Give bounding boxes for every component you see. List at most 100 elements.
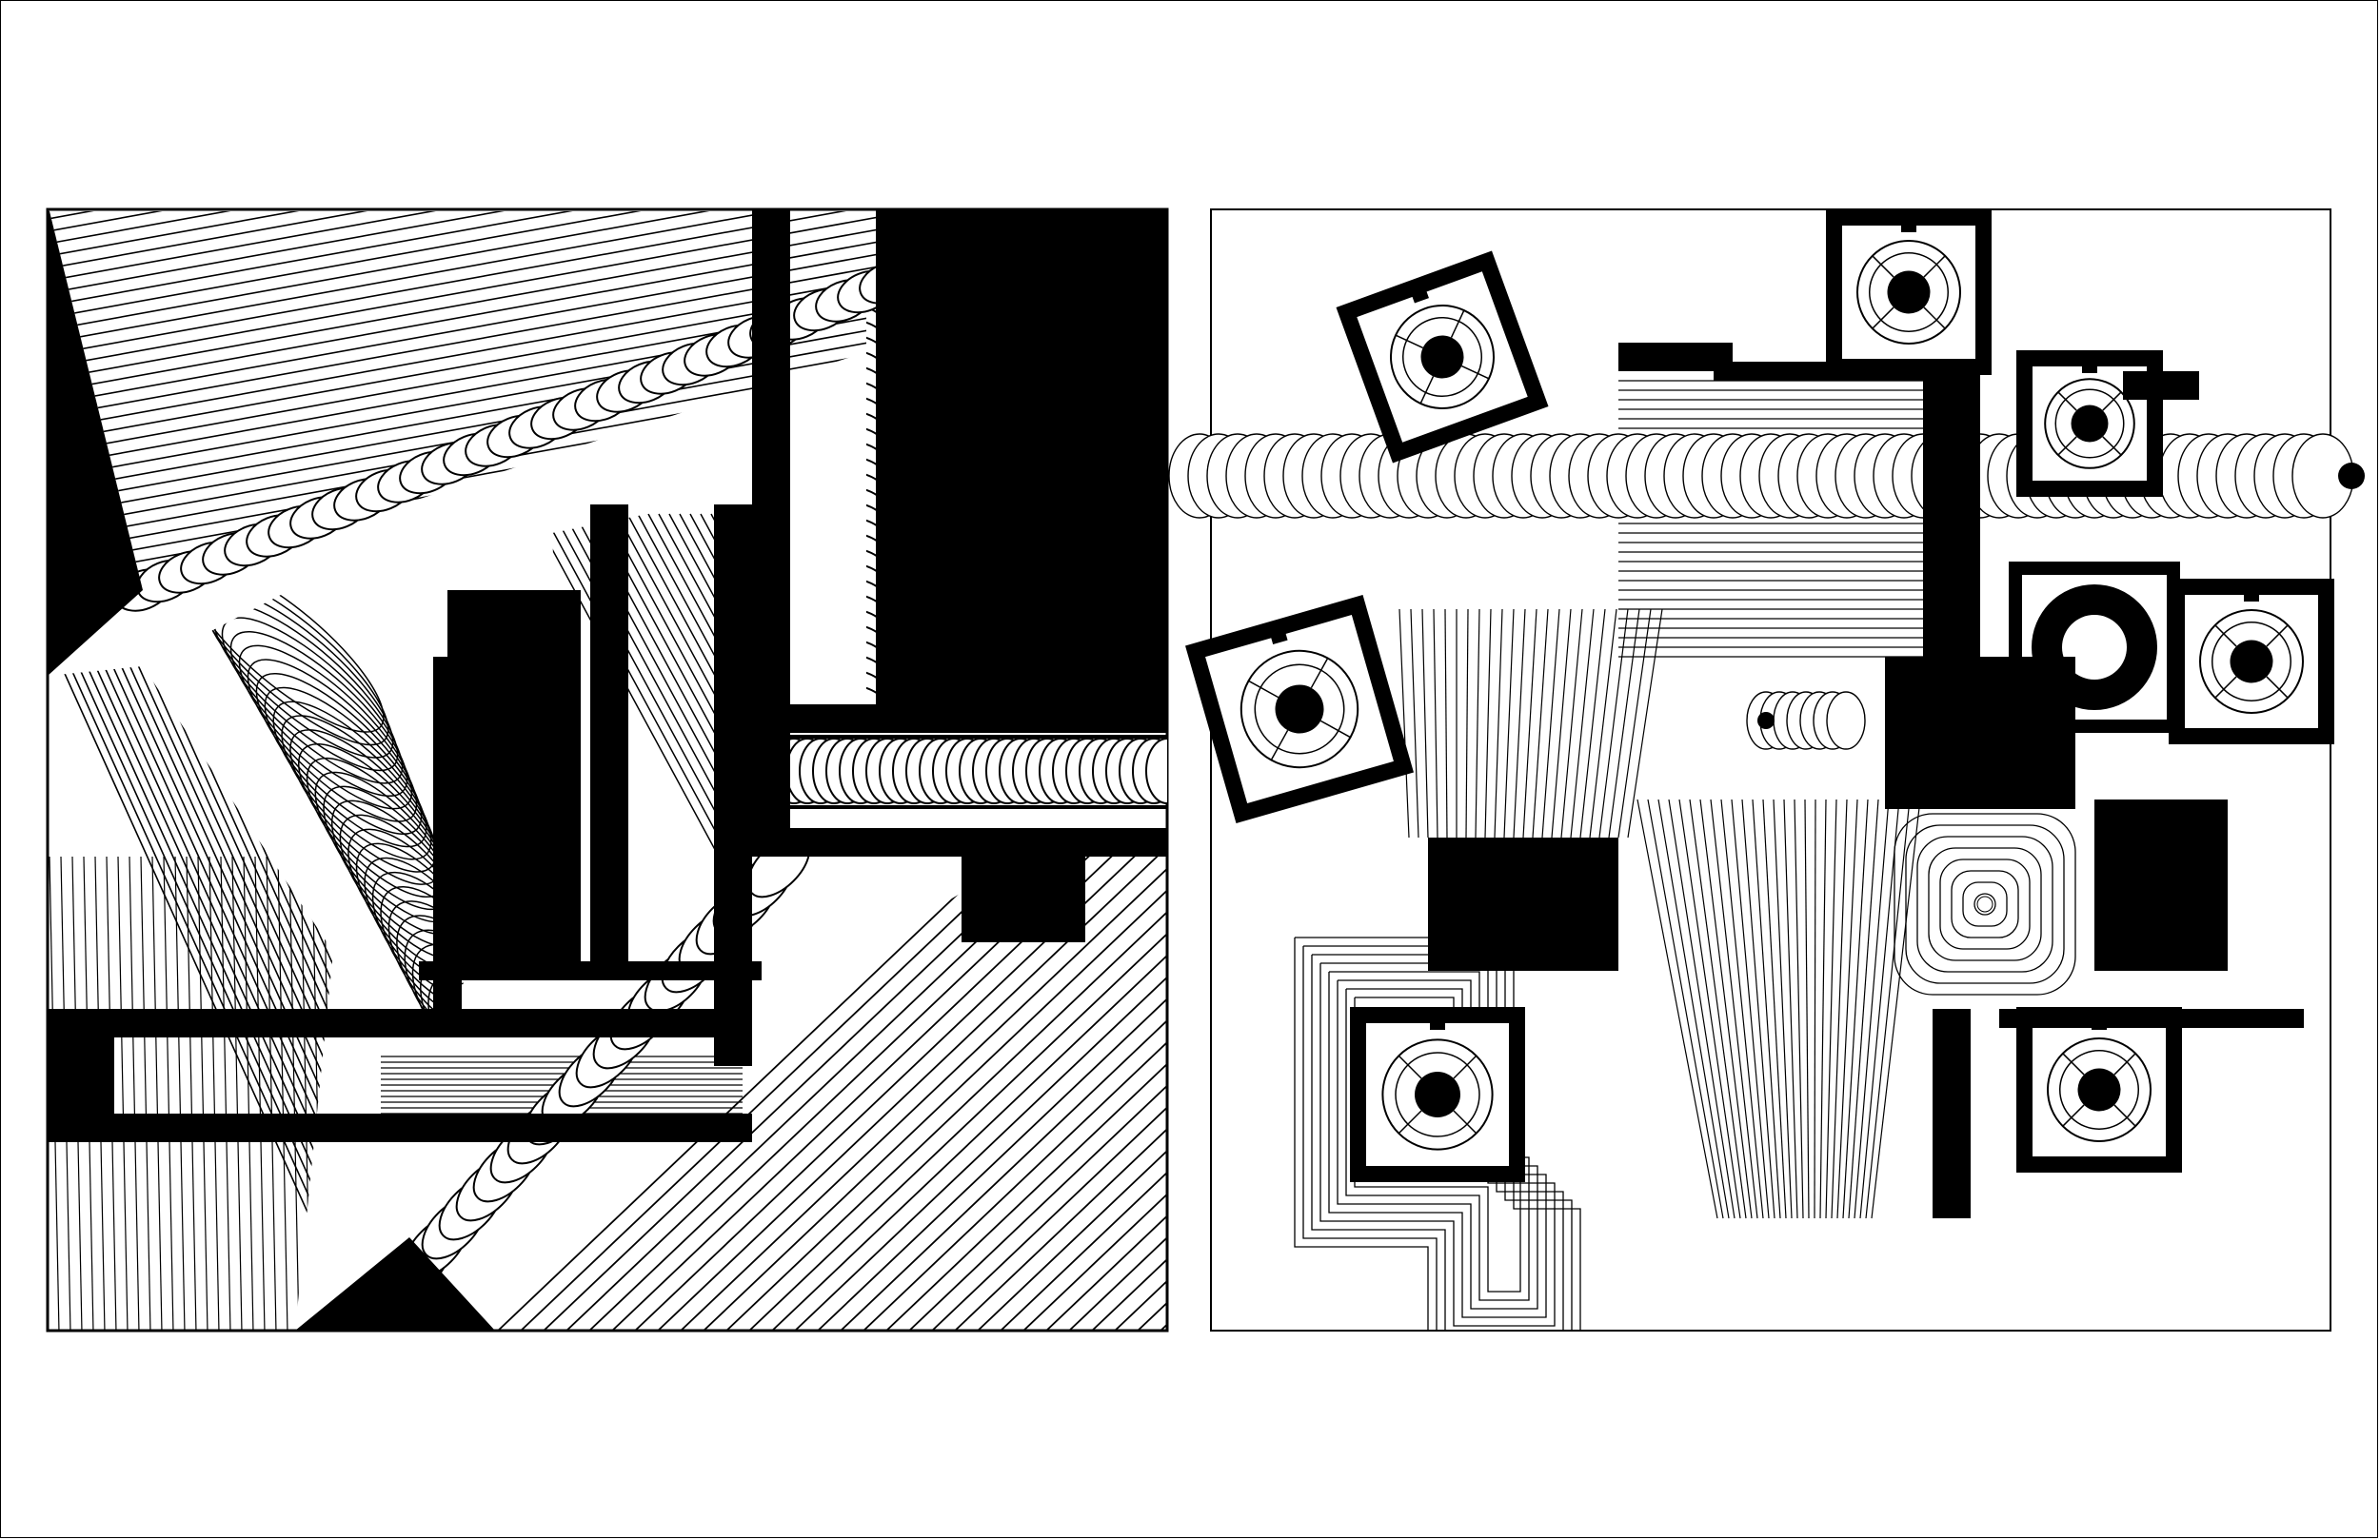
hatch-line: [1762, 799, 1787, 1219]
hatch-line: [1657, 799, 1730, 1219]
hatch-line: [50, 211, 1028, 356]
module-spoke: [2214, 624, 2237, 647]
hatch-line: [358, 857, 367, 1333]
module-core: [2071, 405, 2109, 443]
hatch-line: [1794, 799, 1804, 1219]
hatch-line: [1720, 799, 1764, 1219]
module-ring: [1402, 317, 1482, 397]
hatch-line: [1522, 608, 1537, 839]
hatch-line: [108, 666, 333, 1331]
hatch-line: [243, 856, 254, 1331]
hatch-line: [841, 828, 1167, 1331]
hatch-line: [50, 211, 1028, 331]
hatch-line: [369, 857, 379, 1333]
concentric-contour: [1894, 813, 2076, 996]
hatch-line: [1752, 799, 1781, 1219]
right-solid-blocks: [1428, 343, 2304, 1218]
hatch-line: [151, 856, 163, 1331]
hatch-line: [1421, 608, 1429, 839]
hatch-line: [886, 828, 1167, 1331]
module-spoke: [1453, 1055, 1478, 1079]
hatch-line: [612, 828, 1167, 1331]
hatch-line: [50, 211, 1028, 319]
hatch-line: [1001, 828, 1167, 1331]
hatch-line: [50, 211, 1028, 245]
right-panel-border: [1210, 208, 2331, 1332]
hatch-line: [266, 856, 277, 1331]
module-spoke: [2266, 676, 2289, 699]
hatch-line: [1710, 799, 1758, 1219]
hatch-line: [658, 828, 1167, 1331]
module: [1350, 1007, 1525, 1182]
left-panel: [46, 207, 1169, 1333]
hatch-line: [1699, 799, 1753, 1219]
concentric-contour: [1951, 870, 2019, 938]
hatch-line: [50, 211, 1028, 269]
hatch-line: [174, 856, 186, 1331]
module-spoke: [2057, 436, 2077, 456]
hatch-line: [1484, 608, 1492, 839]
hatch-line: [50, 211, 1028, 220]
hatch-line: [1494, 608, 1503, 839]
fan-arc: [272, 701, 432, 860]
hatch-line: [288, 856, 300, 1331]
module-spoke: [2062, 1104, 2085, 1127]
circuit-modules: [1185, 209, 2334, 1182]
hatch-line: [668, 513, 752, 971]
hatch-line: [1444, 608, 1448, 839]
tube-ring: [1145, 738, 1167, 804]
hatch-line: [142, 666, 333, 1331]
tube-end: [2338, 463, 2365, 489]
hatch-line: [704, 828, 1167, 1331]
hatch-line: [1647, 799, 1724, 1219]
module-tab: [1901, 215, 1916, 232]
module-tab: [1268, 623, 1288, 645]
module-tab: [2082, 356, 2097, 373]
module-core: [2077, 1068, 2121, 1112]
hatch-line: [795, 828, 1167, 1331]
hatch-line: [818, 828, 1167, 1331]
hatch-line: [335, 857, 345, 1333]
hatch-line: [1871, 799, 1921, 1219]
hatch-line: [1627, 608, 1663, 839]
concentric-contour: [1962, 881, 2008, 927]
hatch-line: [647, 513, 752, 971]
hatch-line: [254, 856, 266, 1331]
hatch-line: [1532, 608, 1549, 839]
module-spoke: [1248, 680, 1279, 699]
hatch-line: [544, 828, 1167, 1331]
hatch-line: [932, 828, 1167, 1331]
module-core: [1415, 1072, 1460, 1117]
module: [1185, 595, 1414, 823]
module-spoke: [2266, 624, 2289, 647]
hatch-line: [231, 856, 243, 1331]
module-spoke: [1398, 1055, 1422, 1079]
right-panel: [1168, 208, 2365, 1332]
hatch-line: [1410, 608, 1419, 839]
hatch-line: [658, 513, 752, 971]
target-center: [1976, 896, 1993, 913]
hatch-line: [50, 211, 1028, 232]
hatch-line: [1608, 608, 1640, 839]
stack-arc: [866, 686, 881, 695]
module-core: [1275, 684, 1324, 734]
module-core: [1887, 270, 1931, 314]
module-ring: [2211, 622, 2291, 701]
module-spoke: [1923, 306, 1946, 329]
hatch-line: [1831, 799, 1848, 1219]
hatch-line: [1433, 608, 1438, 839]
hatch-line: [1741, 799, 1775, 1219]
tube-end: [1757, 712, 1775, 729]
hatch-line: [125, 666, 333, 1331]
hatch-line: [635, 828, 1167, 1331]
hatch-line: [1570, 608, 1595, 839]
tube-edge: [752, 735, 1167, 739]
hatch-line: [1848, 799, 1879, 1219]
concentric-contour: [1973, 893, 1996, 916]
module-spoke: [1395, 334, 1423, 349]
hatch-line: [1865, 799, 1911, 1219]
hatch-line: [1551, 608, 1572, 839]
hatch-line: [726, 828, 1167, 1331]
